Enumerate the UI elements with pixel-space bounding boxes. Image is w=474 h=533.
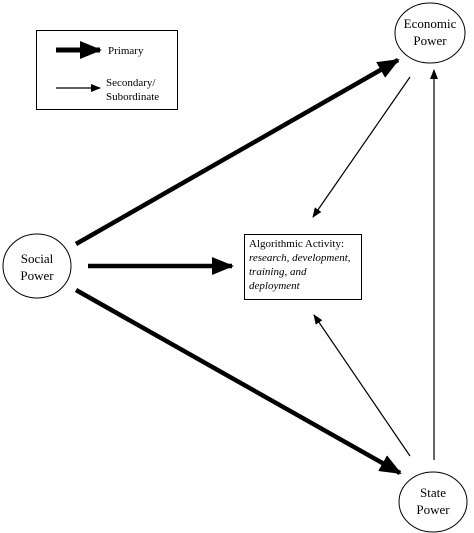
node-social-power: Social Power xyxy=(2,233,72,299)
activity-box-line3: training, and xyxy=(249,266,307,278)
economic-power-label-line2: Power xyxy=(413,33,447,48)
activity-box-border xyxy=(244,234,362,300)
node-economic-power: Economic Power xyxy=(394,2,466,64)
legend-subordinate-label: Subordinate xyxy=(106,91,159,103)
algorithmic-activity-box: Algorithmic Activity: research, developm… xyxy=(244,234,362,300)
social-power-label-line1: Social xyxy=(21,251,54,266)
economic-power-label-line1: Economic xyxy=(404,16,457,31)
social-power-ellipse xyxy=(2,233,72,299)
arrow-social-to-state xyxy=(74,288,402,475)
node-state-power: State Power xyxy=(398,471,468,533)
state-power-ellipse xyxy=(398,471,468,533)
arrow-economic-to-activity xyxy=(312,76,411,218)
activity-box-title: Algorithmic Activity: xyxy=(249,238,344,250)
economic-power-ellipse xyxy=(394,2,466,64)
activity-box-line2: research, development, xyxy=(249,252,351,264)
arrow-state-to-activity xyxy=(313,314,411,457)
activity-box-line4: deployment xyxy=(249,280,301,292)
state-power-label-line1: State xyxy=(420,485,446,500)
legend: Primary Secondary/ Subordinate xyxy=(36,30,178,110)
legend-primary-label: Primary xyxy=(108,45,144,57)
legend-box xyxy=(36,30,178,110)
state-power-label-line2: Power xyxy=(416,502,450,517)
arrow-social-to-economic xyxy=(74,58,400,246)
legend-secondary-label: Secondary/ xyxy=(106,77,156,89)
social-power-label-line2: Power xyxy=(20,268,54,283)
